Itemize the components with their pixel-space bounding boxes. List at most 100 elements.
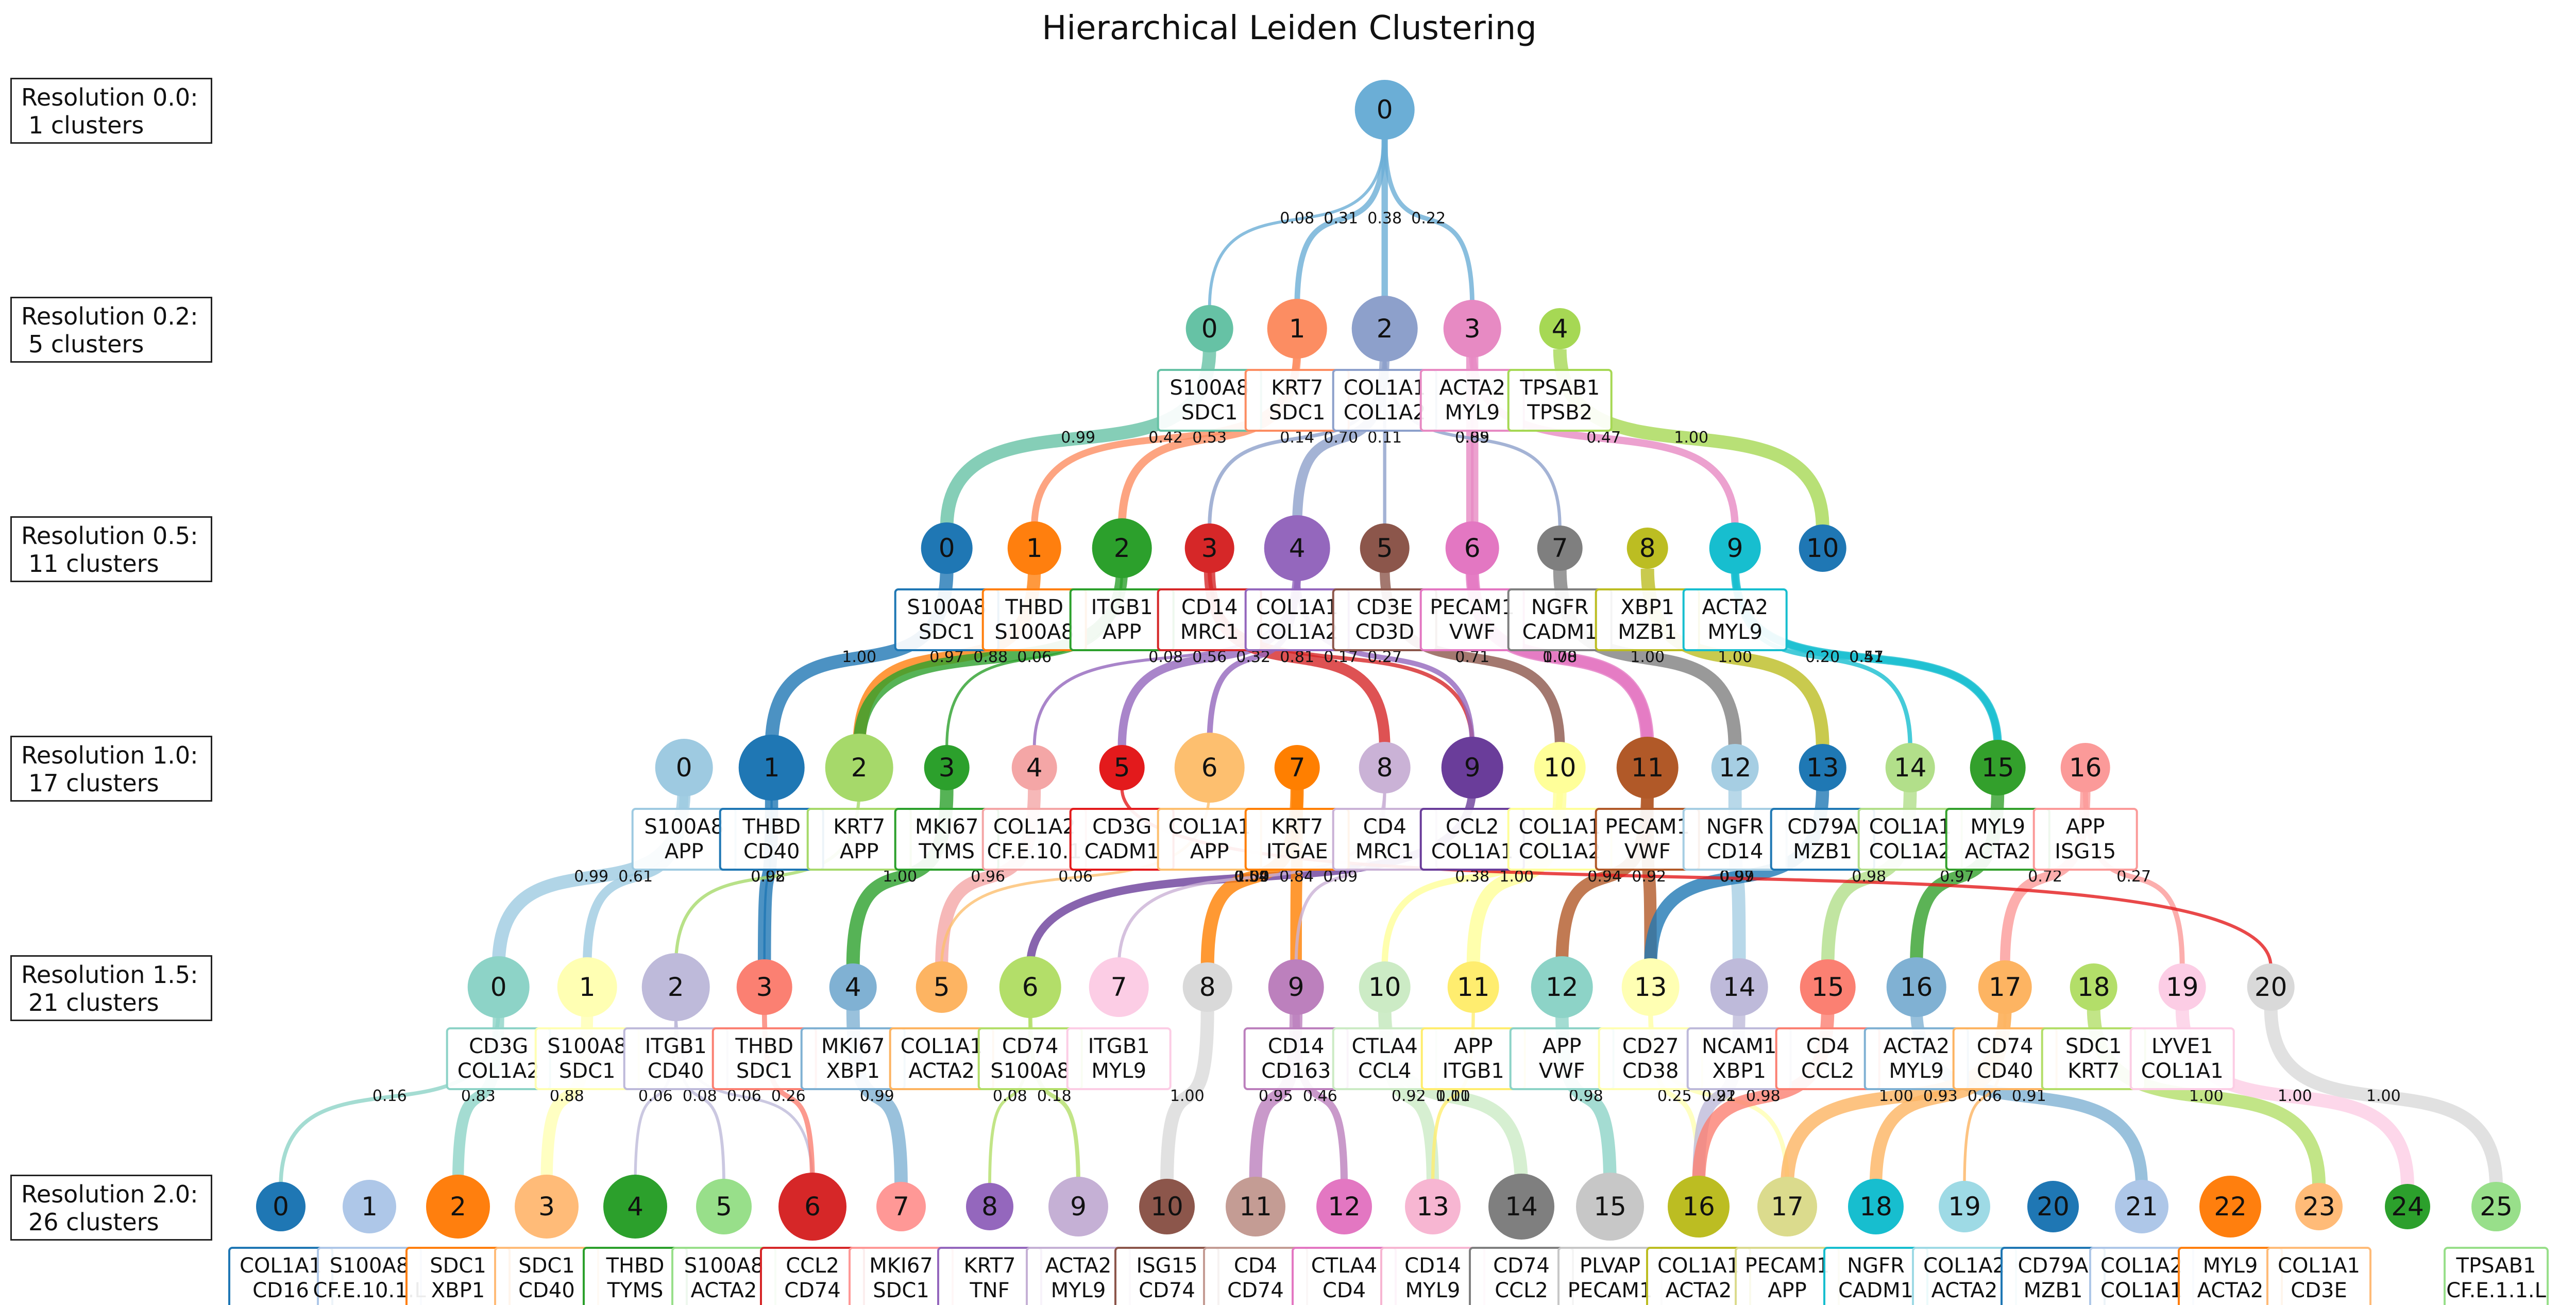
- gene-marker-text: CD3G: [469, 1035, 528, 1058]
- cluster-node-label: 24: [2391, 1192, 2424, 1222]
- gene-marker-text: COL1A2: [2100, 1254, 2183, 1278]
- cluster-node: [825, 734, 893, 802]
- cluster-node: [738, 735, 805, 801]
- gene-marker-text: COL1A2: [993, 815, 1076, 839]
- gene-marker-text: CD4: [1323, 1279, 1366, 1302]
- gene-marker-text: LYVE1: [2151, 1035, 2213, 1058]
- gene-marker-text: XBP1: [1620, 596, 1674, 619]
- gene-marker-text: ACTA2: [908, 1059, 975, 1083]
- cluster-node: [1405, 1179, 1461, 1234]
- cluster-node: [2060, 743, 2110, 792]
- cluster-node: [2070, 963, 2117, 1011]
- cluster-node-label: 5: [934, 972, 950, 1002]
- edge-weight-label: 0.38: [1367, 210, 1402, 228]
- resolution-label: Resolution 0.0:1 clusters: [10, 78, 212, 144]
- cluster-node-label: 0: [490, 972, 507, 1002]
- edge: [1294, 130, 1388, 309]
- gene-marker-text: SDC1: [919, 620, 975, 644]
- cluster-node-label: 0: [273, 1192, 289, 1222]
- cluster-count: 21 clusters: [28, 989, 159, 1016]
- cluster-node: [1445, 521, 1499, 575]
- gene-marker-text: APP: [665, 840, 704, 863]
- gene-marker-text: ISG15: [2055, 840, 2116, 863]
- resolution-label: Resolution 1.0:17 clusters: [10, 736, 212, 802]
- gene-marker-text: COL1A1: [1344, 376, 1426, 400]
- cluster-node-label: 9: [1464, 753, 1481, 783]
- resolution-value: Resolution 0.2:: [21, 302, 198, 330]
- cluster-node-label: 17: [1771, 1192, 1804, 1222]
- gene-marker-text: CD14: [1181, 596, 1238, 619]
- resolution-value: Resolution 1.5:: [21, 961, 198, 989]
- cluster-node: [696, 1179, 752, 1234]
- cluster-node-label: 10: [1806, 533, 1839, 563]
- cluster-node: [603, 1175, 667, 1239]
- gene-marker-text: VWF: [1624, 840, 1671, 863]
- cluster-node: [1351, 296, 1418, 362]
- gene-marker-text: CD40: [518, 1279, 575, 1302]
- cluster-node-label: 20: [2037, 1192, 2070, 1222]
- cluster-node: [1799, 524, 1846, 572]
- cluster-node: [1441, 737, 1503, 799]
- gene-marker-text: COL1A2: [1344, 401, 1426, 425]
- cluster-node-label: 13: [1634, 972, 1667, 1002]
- cluster-node: [924, 745, 970, 790]
- cluster-node-label: 3: [538, 1192, 555, 1222]
- gene-marker-text: CD74: [1139, 1279, 1195, 1302]
- cluster-node-label: 4: [627, 1192, 643, 1222]
- cluster-node-label: 7: [1111, 972, 1127, 1002]
- gene-marker-text: KRT7: [2067, 1059, 2120, 1083]
- cluster-node: [1668, 1176, 1730, 1238]
- cluster-node: [1359, 961, 1411, 1013]
- edge: [1208, 130, 1386, 309]
- gene-marker-text: CD74: [1002, 1035, 1059, 1058]
- cluster-node: [1185, 305, 1233, 352]
- resolution-value: Resolution 0.0:: [21, 83, 198, 111]
- cluster-node: [1182, 962, 1232, 1012]
- cluster-node-label: 8: [981, 1192, 998, 1222]
- cluster-node-label: 4: [1289, 533, 1306, 563]
- gene-marker-text: CD74: [1493, 1254, 1550, 1278]
- gene-marker-text: ACTA2: [2197, 1279, 2264, 1302]
- cluster-node-label: 13: [1806, 753, 1839, 783]
- edge-weight-label: 0.57: [1849, 648, 1884, 666]
- cluster-node-label: 17: [1989, 972, 2022, 1002]
- cluster-count: 17 clusters: [28, 769, 159, 797]
- cluster-count: 1 clusters: [28, 111, 144, 139]
- cluster-node: [736, 959, 792, 1015]
- gene-marker-text: S100A8: [644, 815, 724, 839]
- cluster-node-label: 21: [2125, 1192, 2158, 1222]
- gene-marker-text: VWF: [1539, 1059, 1585, 1083]
- cluster-node: [1757, 1177, 1817, 1236]
- gene-marker-text: ACTA2: [1931, 1279, 1998, 1302]
- gene-marker-text: KRT7: [1271, 815, 1323, 839]
- gene-marker-text: S100A8: [990, 1059, 1070, 1083]
- cluster-node: [515, 1175, 579, 1239]
- cluster-node: [1939, 1181, 1990, 1232]
- resolution-value: Resolution 0.5:: [21, 522, 198, 550]
- gene-marker-text: CD27: [1622, 1035, 1679, 1058]
- cluster-node: [426, 1175, 490, 1239]
- edge-weight-label: 0.99: [1061, 429, 1095, 447]
- cluster-node-label: 9: [1288, 972, 1304, 1002]
- cluster-node: [1885, 743, 1935, 792]
- cluster-node-label: 1: [1026, 533, 1043, 563]
- cluster-node: [2027, 1181, 2079, 1232]
- cluster-node-label: 2: [1114, 533, 1130, 563]
- cluster-node-label: 1: [361, 1192, 378, 1222]
- cluster-node: [467, 956, 530, 1018]
- gene-marker-text: CCL4: [1358, 1059, 1412, 1083]
- gene-marker-text: NCAM1: [1702, 1035, 1776, 1058]
- gene-marker-text: CD38: [1622, 1059, 1679, 1083]
- cluster-node: [1359, 742, 1411, 793]
- gene-marker-text: MRC1: [1355, 840, 1414, 863]
- gene-marker-text: TYMS: [607, 1279, 664, 1302]
- cluster-node-label: 16: [1900, 972, 1933, 1002]
- gene-marker-text: CCL2: [1801, 1059, 1855, 1083]
- gene-marker-text: MYL9: [1707, 620, 1762, 644]
- gene-marker-text: COL1A1: [2278, 1254, 2360, 1278]
- cluster-node-label: 2: [1377, 314, 1393, 344]
- gene-marker-text: SDC1: [2065, 1035, 2122, 1058]
- gene-marker-text: SDC1: [518, 1254, 575, 1278]
